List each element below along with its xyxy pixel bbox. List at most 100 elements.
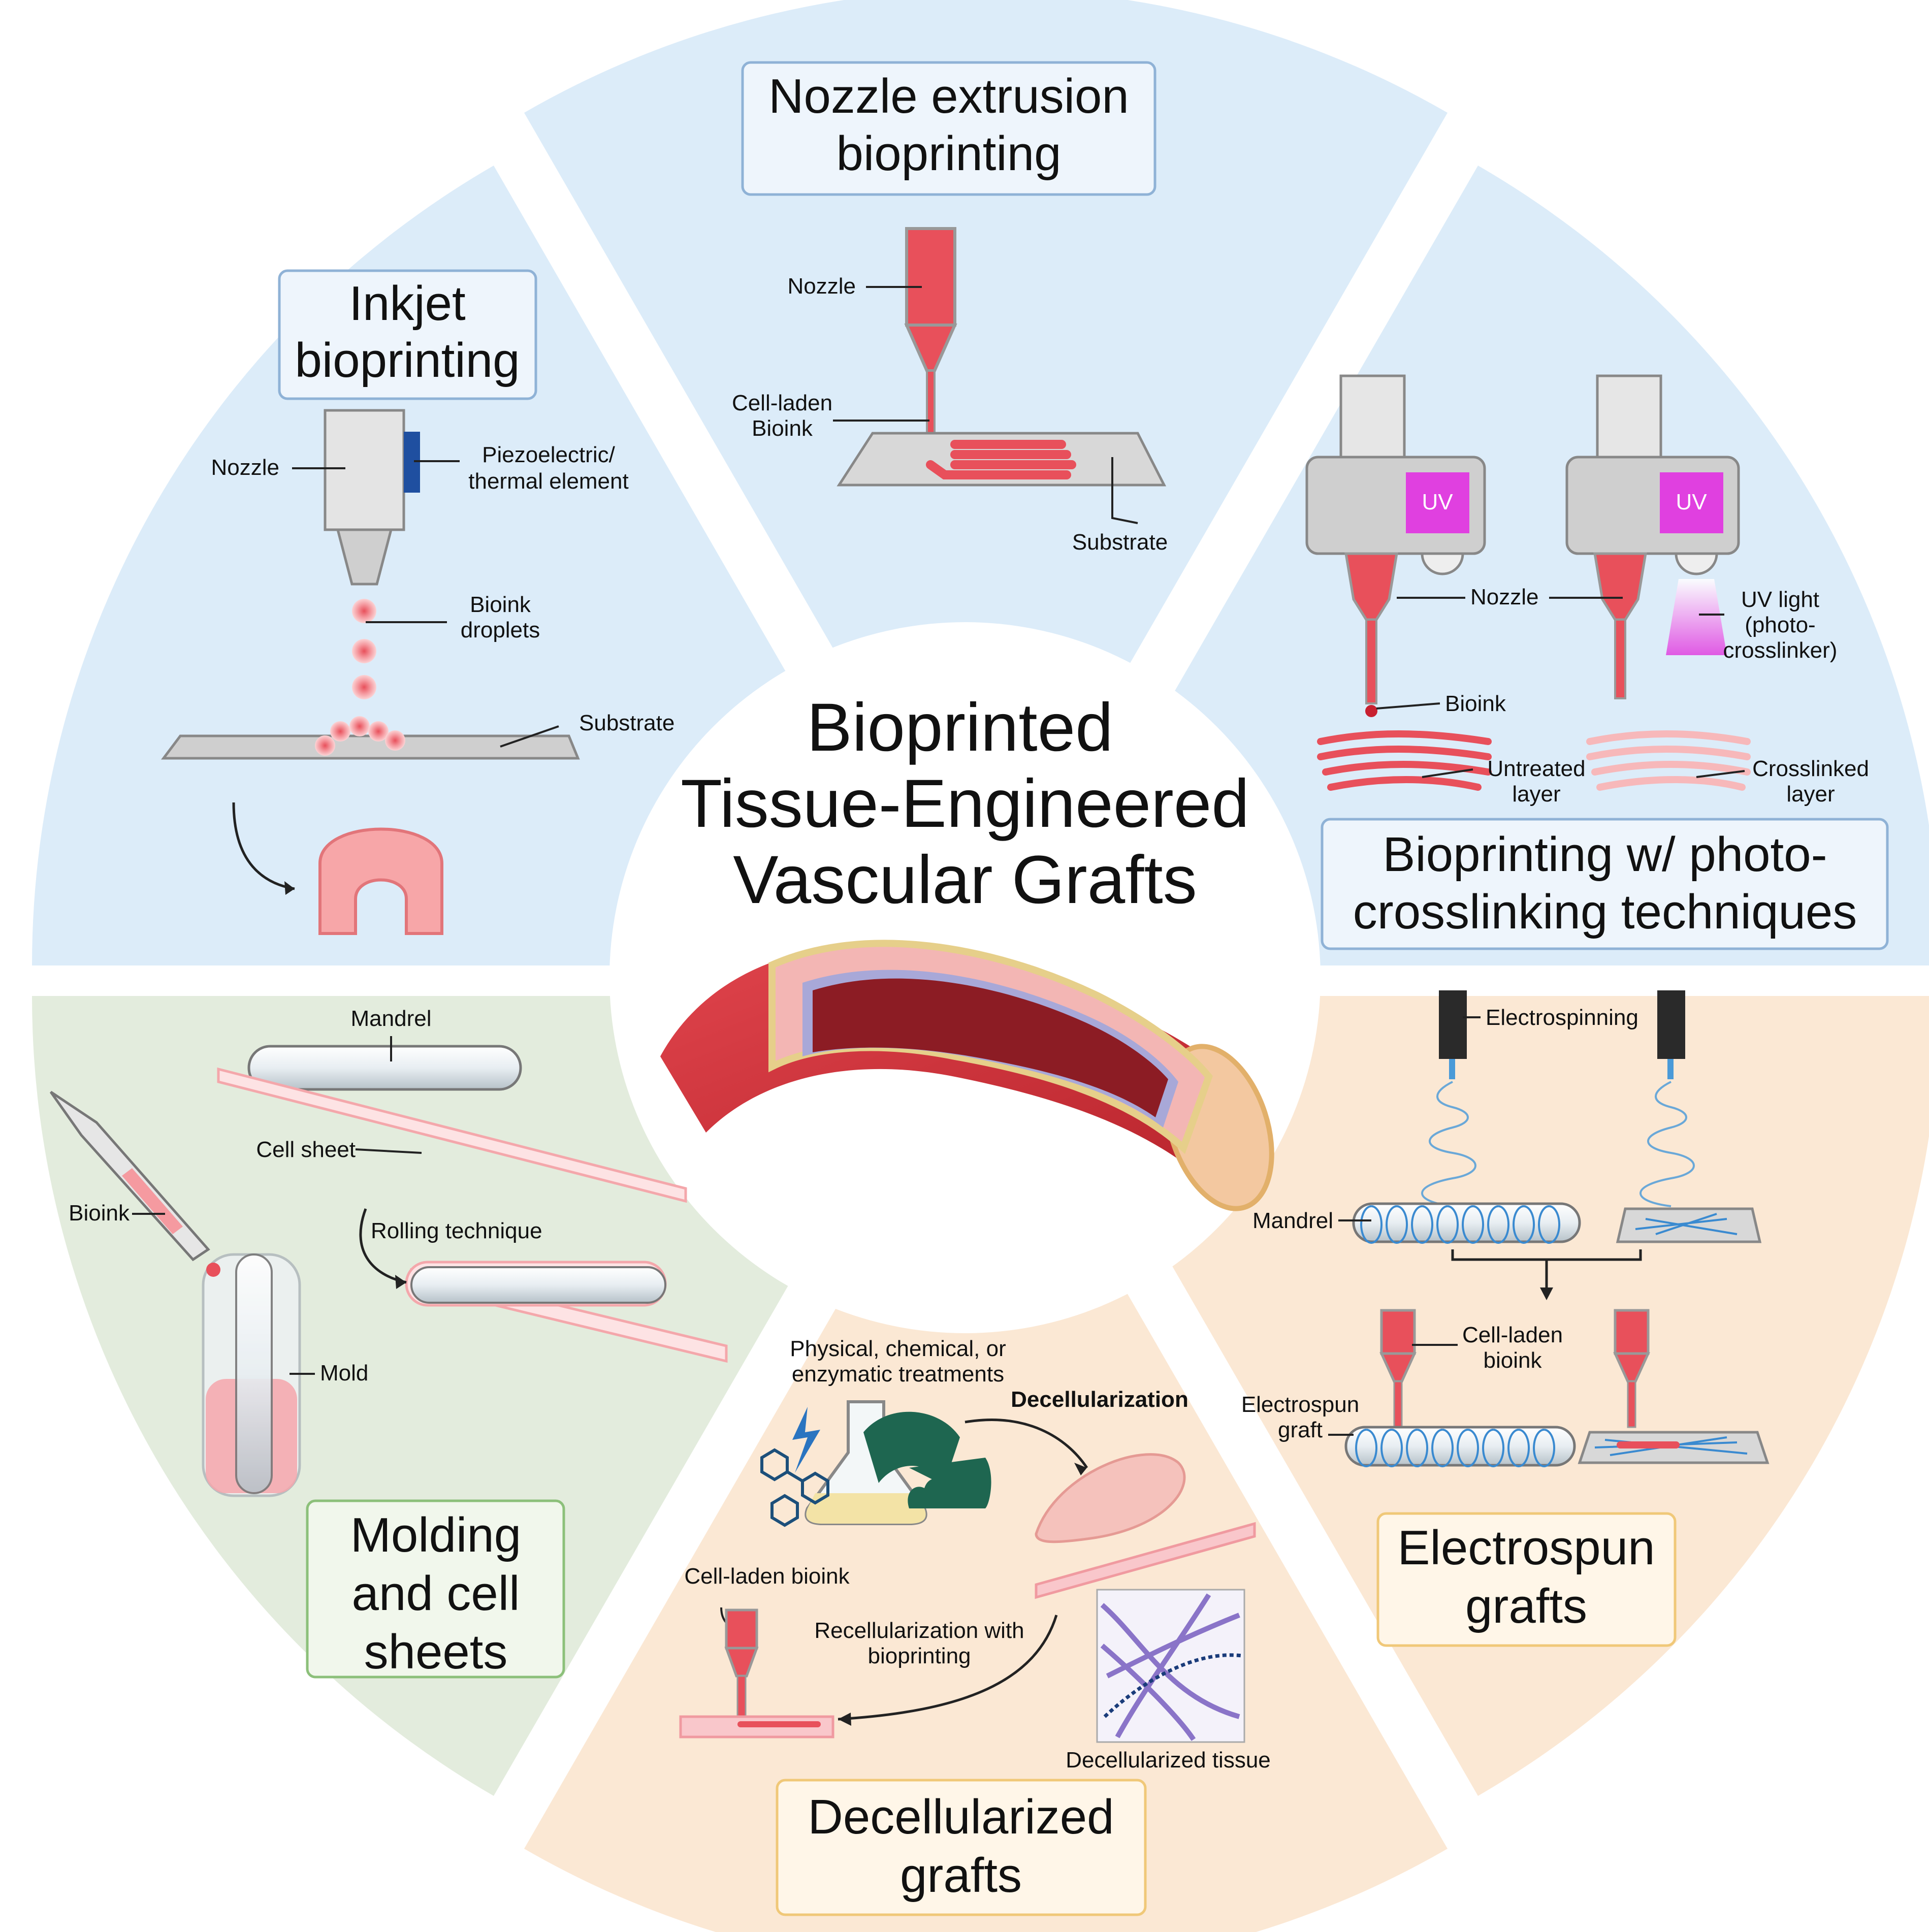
molding-title-box [306, 1499, 565, 1679]
ecm-zoom-panel [1096, 1589, 1245, 1743]
electro-mandrel-label: Mandrel [1252, 1208, 1333, 1233]
electro-graft-label-line-2: graft [1278, 1418, 1323, 1442]
electrospinner-left [1439, 990, 1467, 1059]
leader-line [1111, 457, 1138, 524]
electrospinner-right-needle [1667, 1059, 1674, 1079]
inkjet-printhead [324, 409, 405, 531]
cell-sheet-flat [217, 1067, 687, 1203]
arrowhead [838, 1713, 851, 1726]
uv-module-right [1660, 472, 1723, 533]
syringe-bioink-label: Bioink [69, 1201, 130, 1226]
crosslinked-layer [1586, 730, 1751, 791]
deposited-droplet [385, 730, 405, 751]
bioink-drop [206, 1263, 220, 1277]
electro-graft-label-line-1: Electrospun [1241, 1392, 1359, 1417]
photo-title-line-2: crosslinking techniques [1353, 885, 1857, 939]
arrowhead [284, 881, 295, 895]
extrusion-bioink-label-line-2: Bioink [752, 416, 813, 441]
electro-title-line-2: grafts [1465, 1579, 1587, 1633]
decellularized-sheet [1035, 1522, 1256, 1599]
electrospun-fibers [1360, 1205, 1561, 1244]
extrusion-title-line-1: Nozzle extrusion [768, 69, 1129, 123]
inkjet-title-line-1: Inkjet [349, 276, 465, 331]
inkjet-substrate [161, 734, 580, 760]
uv-light-beam [1666, 579, 1727, 655]
photo-needle-right [1614, 619, 1626, 699]
cell-laden-bioink-label: Cell-laden bioink [684, 1564, 850, 1589]
electro-section: Electrospun grafts Electrospinning Mandr… [1241, 990, 1770, 1647]
electro-bioink-barrel-right [1614, 1309, 1650, 1355]
decell-section: Decellularized grafts Physical, chemical… [679, 1336, 1271, 1916]
electrospin-jet-left [1421, 1081, 1476, 1207]
extrusion-bioink-label-line-1: Cell-laden [732, 391, 832, 415]
deposited-droplet [315, 735, 335, 756]
electro-needle-left [1393, 1380, 1403, 1428]
piezo-label-line-2: thermal element [468, 469, 628, 494]
extrusion-nozzle-label: Nozzle [788, 274, 856, 299]
ecm-fibers [1103, 1653, 1242, 1718]
photo-printer-right-mount [1596, 374, 1662, 461]
mold-inner-rod [235, 1253, 273, 1494]
recell-arrow [838, 1615, 1058, 1721]
leader-line [355, 1148, 422, 1154]
flask-liquid [806, 1493, 926, 1524]
bioink-droplet [352, 639, 376, 663]
arrowhead [1540, 1287, 1553, 1300]
decell-title-line-2: grafts [900, 1848, 1022, 1903]
decell-title-line-1: Decellularized [808, 1790, 1114, 1844]
bioink-droplet [352, 599, 376, 623]
leader-line [500, 725, 559, 748]
molding-title-line-2: and cell [352, 1566, 520, 1621]
vessel-lumen [813, 978, 1168, 1117]
electro-bioink-label-line-1: Cell-laden [1462, 1323, 1563, 1347]
graft-fibers [1355, 1429, 1556, 1467]
treatments-label-line-1: Physical, chemical, or [790, 1336, 1006, 1361]
deposited-droplet [349, 716, 370, 736]
center-title-line-1: Bioprinted [807, 690, 1113, 765]
extrusion-section: Nozzle extrusion bioprinting Nozzle Cell… [732, 61, 1168, 555]
molding-section: Molding and cell sheets Mandrel Cell she… [49, 1006, 728, 1679]
decell-arrow [965, 1419, 1088, 1469]
inkjet-section: Inkjet bioprinting Nozzle Piezoelectric/… [161, 269, 674, 935]
treatments-label-line-2: enzymatic treatments [792, 1362, 1004, 1387]
tissue-sample [1035, 1453, 1186, 1543]
deposited-droplet [368, 721, 389, 742]
electrospun-mat [1635, 1213, 1738, 1235]
electrospinning-label: Electrospinning [1486, 1005, 1638, 1030]
decellularized-tissue-label: Decellularized tissue [1066, 1748, 1271, 1773]
piezo-label-line-1: Piezoelectric/ [482, 442, 615, 467]
chemical-molecule-icon [760, 1448, 829, 1527]
droplets-label-line-1: Bioink [470, 592, 531, 617]
center-title: Bioprinted Tissue-Engineered Vascular Gr… [681, 690, 1249, 918]
electro-mandrel [1352, 1202, 1581, 1243]
inkjet-substrate-label: Substrate [579, 711, 674, 735]
mold-label: Mold [320, 1361, 368, 1386]
recell-barrel [725, 1608, 758, 1650]
center-title-line-3: Vascular Grafts [733, 842, 1197, 918]
leader-line [1376, 702, 1440, 710]
electrospinner-left-needle [1449, 1059, 1455, 1079]
enzyme-icon [908, 1458, 991, 1508]
rolled-mandrel [410, 1266, 666, 1304]
electrospin-jet-right [1639, 1081, 1695, 1207]
photo-section: Bioprinting w/ photo- crosslinking techn… [1305, 374, 1889, 950]
inkjet-title-line-2: bioprinting [295, 333, 520, 388]
mandrel-rod [247, 1045, 522, 1091]
rolling-arrow [359, 1208, 407, 1284]
leader-line [1696, 770, 1745, 778]
uv-right-label: UV [1676, 490, 1707, 514]
ecm-fibers [1100, 1593, 1240, 1741]
photo-title-line-1: Bioprinting w/ photo- [1383, 827, 1827, 882]
untreated-label-line-1: Untreated [1487, 756, 1585, 781]
center-title-line-2: Tissue-Engineered [681, 766, 1249, 842]
recell-label-line-2: bioprinting [867, 1644, 971, 1668]
mandrel-label: Mandrel [351, 1006, 432, 1031]
leader-line [1422, 768, 1473, 778]
decellularization-label: Decellularization [1011, 1387, 1188, 1412]
crosslinked-label-line-2: layer [1786, 782, 1835, 807]
uv-light-label-line-2: (photo- [1745, 613, 1815, 637]
blood-vessel-illustration [660, 940, 1274, 1211]
arrowhead [395, 1275, 406, 1289]
extrusion-barrel [905, 227, 956, 327]
electro-title-line-1: Electrospun [1398, 1521, 1655, 1575]
